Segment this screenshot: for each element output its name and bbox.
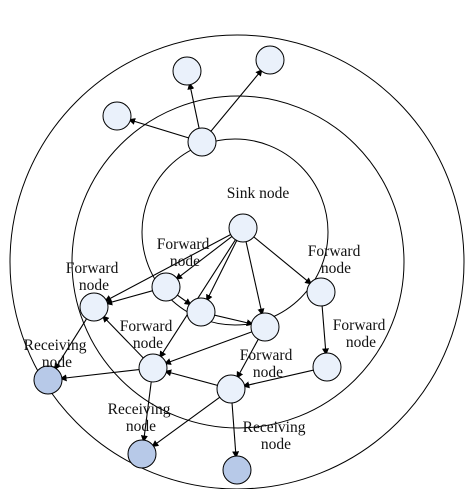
node-f6: [306, 277, 336, 307]
label-forward-node-3: Forward node: [66, 260, 122, 294]
receiving-node-r2: [127, 439, 157, 469]
label-forward-node-6: Forward node: [333, 317, 389, 351]
edge-sink-to-f5: [243, 230, 265, 316]
edge-sink-to-f4: [159, 230, 242, 359]
edge-f4-to-f3: [101, 315, 152, 367]
rings: [9, 34, 465, 489]
node-f8: [216, 374, 246, 404]
edge-f4-to-r2: [140, 370, 154, 443]
edge-sink-to-f6: [244, 229, 313, 285]
edge-sink-to-f1: [175, 229, 241, 281]
middle-ring: [71, 95, 405, 429]
nodes: [33, 45, 342, 485]
node-top1: [172, 56, 202, 86]
label-forward-node-4: Forward node: [120, 318, 176, 352]
label-forward-node-1: Forward node: [157, 236, 213, 270]
node-top3: [102, 101, 132, 131]
edge-sink-to-f2: [205, 230, 243, 302]
edge-f3-to-r1: [53, 309, 93, 371]
node-f5: [250, 312, 280, 342]
edge-hub-to-top3: [128, 118, 200, 142]
node-f7: [312, 352, 342, 382]
labels: Sink node Forward node Forward node Forw…: [24, 185, 389, 453]
outer-ring: [9, 34, 465, 489]
node-f4: [138, 353, 168, 383]
edge-f7-to-f8: [242, 367, 325, 389]
node-f3: [79, 292, 109, 322]
node-f1: [151, 272, 181, 302]
inner-ring: [141, 138, 329, 326]
label-receiving-node-1: Receiving node: [24, 337, 91, 371]
label-sink-node: Sink node: [227, 185, 290, 202]
edge-f8-to-r2: [151, 390, 229, 448]
receiving-node-r3: [222, 455, 252, 485]
node-f2: [186, 297, 216, 327]
node-sink: [228, 213, 258, 243]
label-forward-node-2: Forward node: [308, 243, 364, 277]
edge-f5-to-f4: [163, 327, 263, 365]
node-top2: [255, 45, 285, 75]
label-receiving-node-3: Receiving node: [243, 419, 310, 453]
receiving-node-r1: [33, 365, 63, 395]
label-forward-node-5: Forward node: [240, 347, 296, 381]
node-hub: [187, 127, 217, 157]
edge-sink-to-f3: [104, 228, 241, 302]
label-receiving-node-2: Receiving node: [108, 401, 175, 435]
edge-hub-to-top2: [203, 68, 263, 141]
edge-f4-to-r1: [59, 367, 151, 382]
